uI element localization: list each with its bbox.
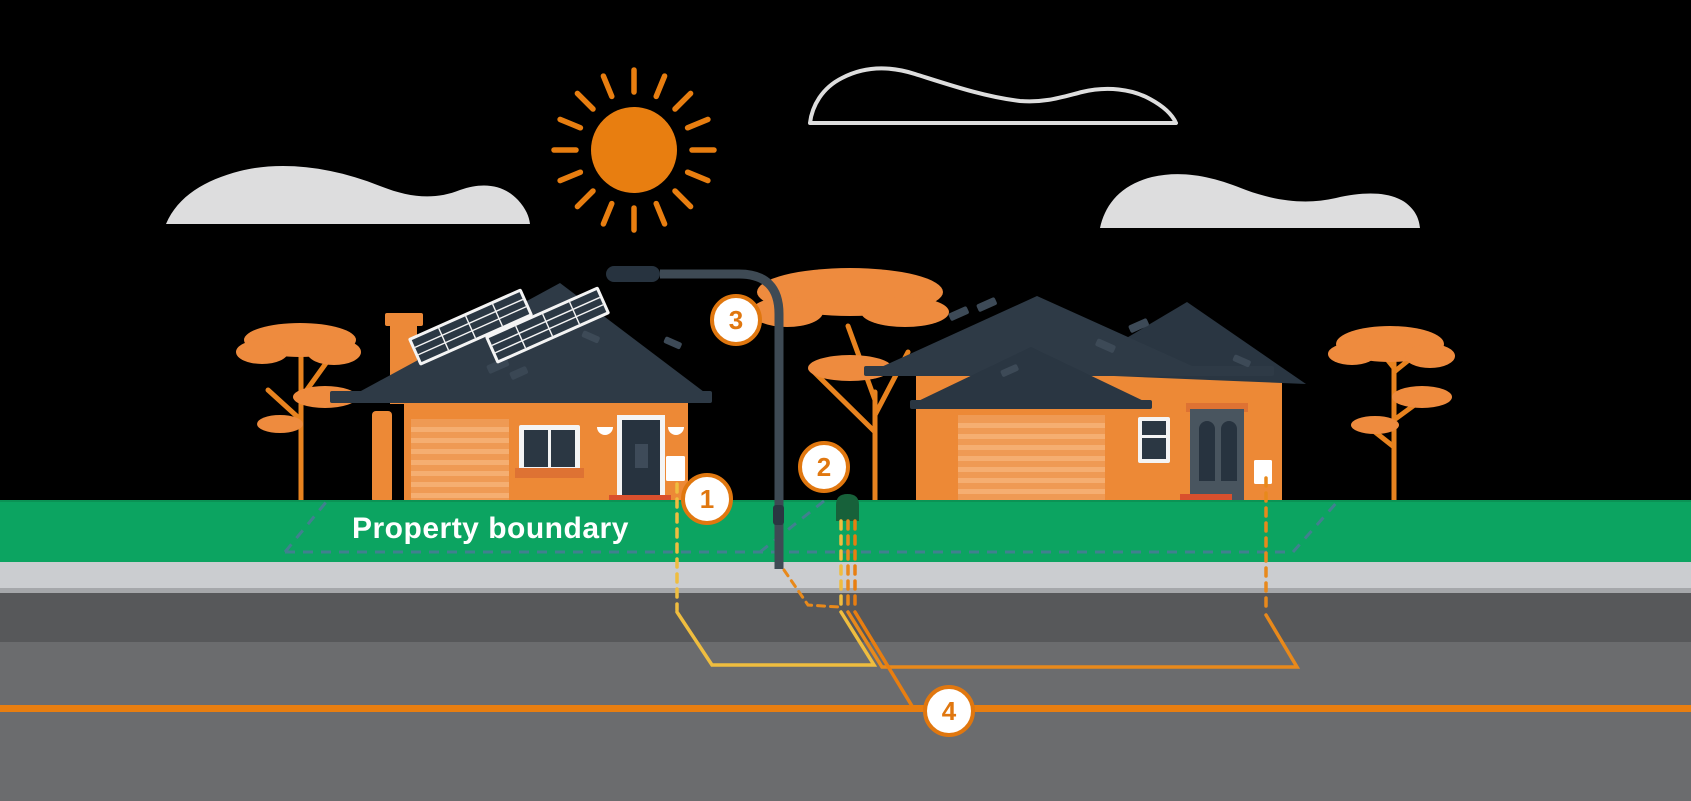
house-2-step	[1180, 494, 1232, 503]
sun-icon	[551, 67, 717, 233]
cloud-outline	[808, 66, 1178, 125]
callout-1-house-connection[interactable]: 1	[681, 473, 733, 525]
callout-4-number: 4	[941, 696, 957, 726]
property-boundary-line	[283, 499, 1340, 554]
house-2-roof-left	[866, 296, 1210, 374]
callout-2-pillar[interactable]: 2	[798, 441, 850, 493]
cables	[675, 476, 1301, 708]
service-cable-house-1	[675, 482, 878, 667]
tree-right	[1328, 326, 1455, 505]
house-1-window	[515, 425, 584, 478]
ground	[0, 500, 1691, 801]
callout-3-number: 3	[728, 305, 744, 335]
chimney	[385, 313, 423, 326]
road-lower	[0, 642, 1691, 801]
streetlight-lamp-head	[606, 266, 660, 282]
callout-1-number: 1	[699, 484, 715, 514]
streetlight-access-panel	[773, 505, 784, 525]
house-2-door	[1180, 403, 1248, 503]
pillar-mains-cable	[853, 519, 914, 708]
service-cable-house-2	[846, 476, 1301, 669]
streetlight	[606, 266, 784, 569]
house-2-window	[1138, 417, 1170, 463]
solar-panel-2	[485, 286, 610, 364]
tree-middle	[751, 268, 949, 505]
garage-2-door	[958, 415, 1105, 503]
garage-1-door	[411, 419, 509, 503]
house-1-door	[609, 415, 671, 505]
kerb	[0, 562, 1691, 588]
property-boundary-label: Property boundary	[352, 512, 629, 545]
house-1-meter-box	[666, 456, 685, 481]
callout-2-number: 2	[816, 452, 832, 482]
house-1-side-tank	[372, 411, 392, 503]
solar-panel-1	[408, 288, 533, 366]
roof-vents	[486, 357, 529, 380]
garage-2-roof	[912, 347, 1150, 404]
roof-tiles	[948, 297, 1251, 368]
wall-lamps	[597, 427, 684, 435]
cloud-right	[1100, 174, 1420, 228]
tree-left	[236, 323, 361, 505]
cloud-left	[166, 166, 530, 224]
callout-4-mains[interactable]: 4	[923, 685, 975, 737]
house-2	[864, 296, 1306, 504]
house-1	[330, 283, 712, 505]
streetlight-cable	[782, 568, 841, 609]
callout-3-streetlight[interactable]: 3	[710, 294, 762, 346]
power-pillar	[836, 494, 859, 521]
house-2-meter-box	[1254, 460, 1272, 484]
mains-cable	[0, 705, 1691, 712]
